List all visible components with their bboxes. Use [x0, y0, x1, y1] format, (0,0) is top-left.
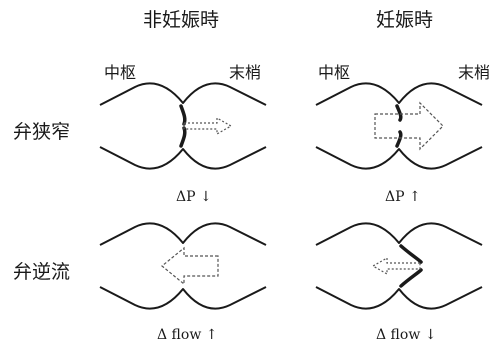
caption-stenosis-nonpregnant: ΔP ↓: [176, 189, 212, 205]
label-peripheral-left: 末梢: [229, 63, 262, 82]
vessel-outline: [99, 222, 267, 246]
vessel-outline: [99, 286, 267, 310]
vessel-outline: [315, 286, 483, 310]
valve-leaflet: [179, 126, 187, 148]
panel-regurgitation-pregnant: [315, 222, 483, 310]
vessel-outline: [99, 82, 267, 106]
caption-stenosis-pregnant: ΔP ↑: [385, 189, 421, 205]
flow-arrow-large-right: [374, 101, 444, 151]
valve-leaflet: [399, 244, 423, 264]
panel-stenosis-pregnant: [315, 82, 483, 170]
valve-leaflet: [395, 130, 403, 148]
vessel-outline: [315, 146, 483, 170]
label-central-right: 中枢: [318, 63, 351, 82]
valve-leaflet: [179, 104, 187, 126]
row-label-stenosis: 弁狭窄: [13, 121, 71, 143]
label-peripheral-right: 末梢: [458, 63, 491, 82]
panel-stenosis-nonpregnant: [99, 82, 267, 170]
flow-arrow-small-right: [183, 116, 233, 136]
valve-leaflet: [395, 104, 403, 122]
label-central-left: 中枢: [104, 63, 137, 82]
vessel-outline: [99, 146, 267, 170]
caption-regurgitation-nonpregnant: Δ flow ↑: [157, 327, 218, 343]
flow-arrow-small-left: [371, 256, 421, 276]
caption-regurgitation-pregnant: Δ flow ↓: [376, 327, 437, 343]
row-label-regurgitation: 弁逆流: [13, 261, 71, 283]
column-title-pregnant: 妊娠時: [376, 9, 434, 31]
panel-regurgitation-nonpregnant: [99, 222, 267, 310]
flow-arrow-large-left: [161, 246, 219, 286]
vessel-outline: [315, 222, 483, 246]
valve-leaflet: [399, 268, 423, 288]
vessel-outline: [315, 82, 483, 106]
column-title-nonpregnant: 非妊娠時: [143, 9, 220, 31]
